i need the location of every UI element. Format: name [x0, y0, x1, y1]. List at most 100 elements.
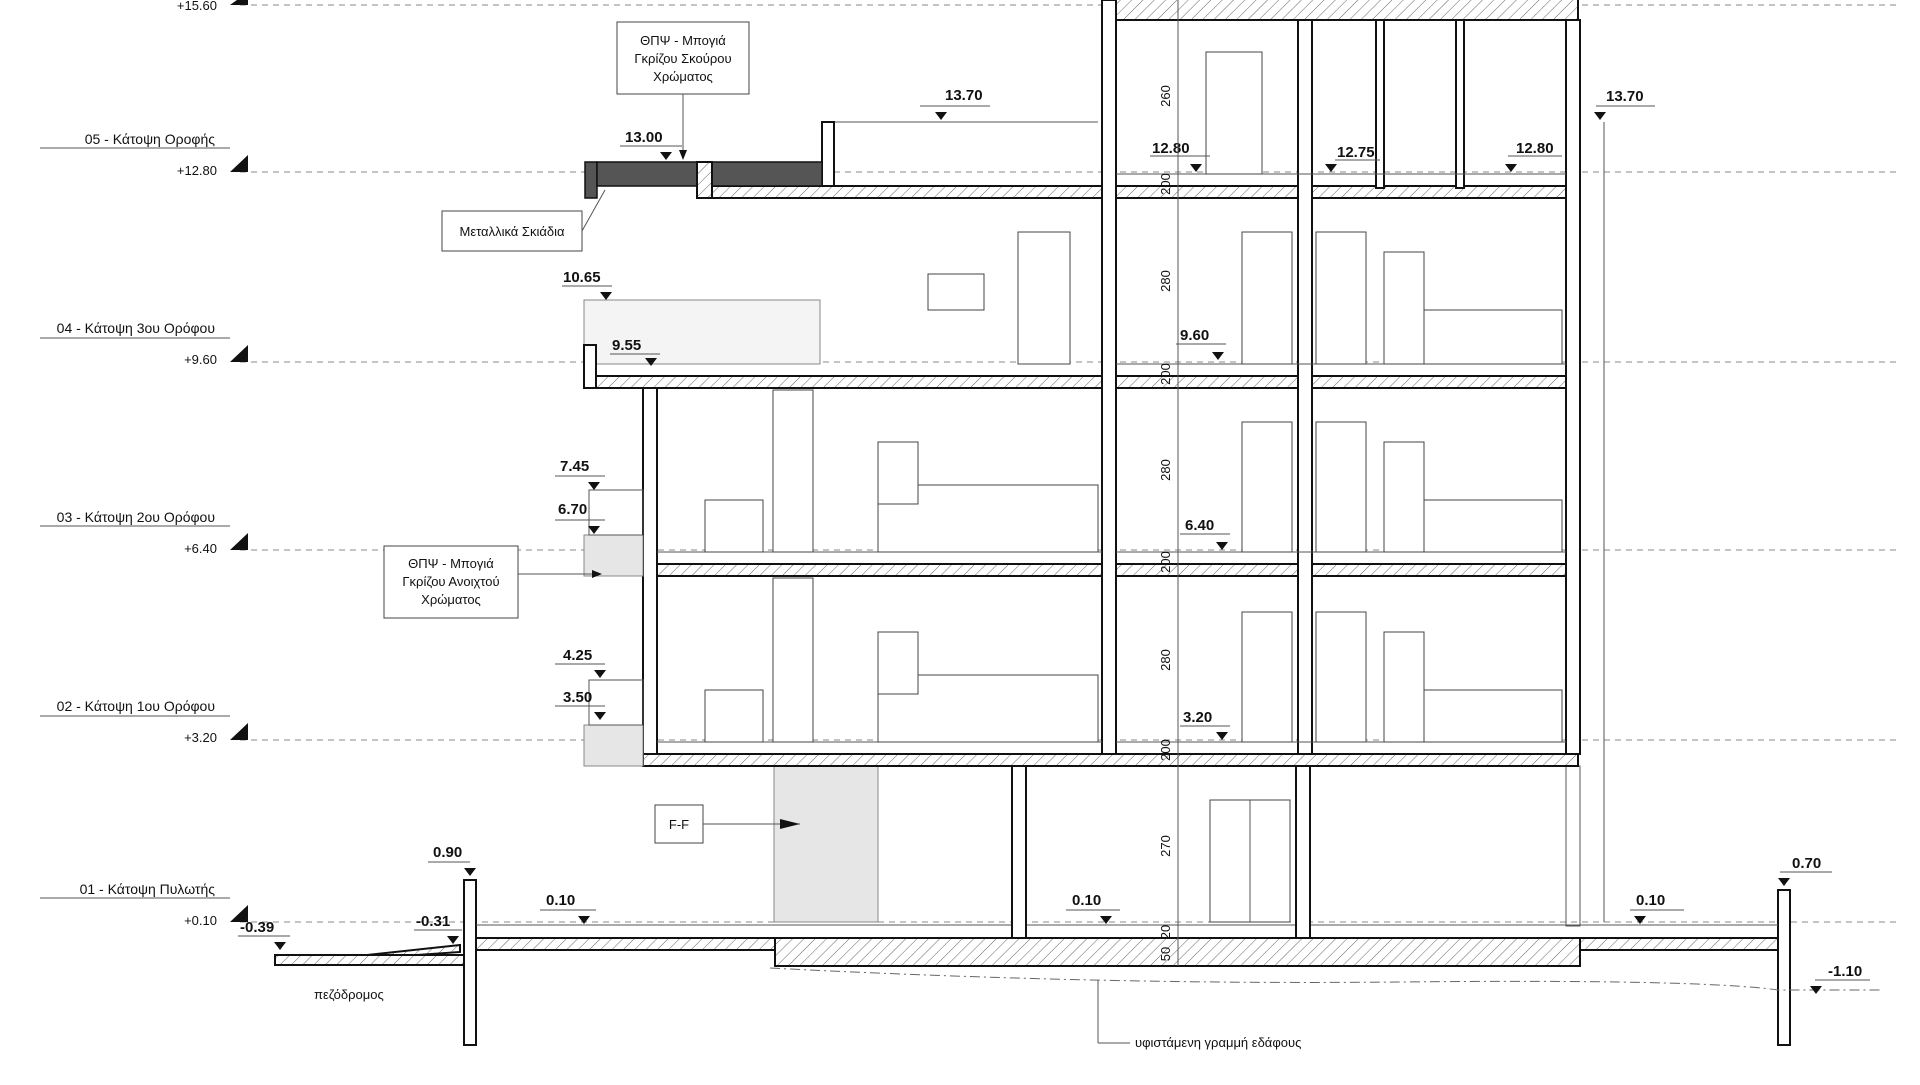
elev-arrow-icon	[600, 292, 612, 300]
elev-arrow-icon	[1212, 352, 1224, 360]
elev-arrow-icon	[588, 482, 600, 490]
elev-arrow-icon	[1810, 986, 1822, 994]
level-value: +9.60	[184, 352, 217, 367]
dim-label: 200	[1158, 173, 1173, 195]
note-line: Μεταλλικά Σκιάδια	[459, 224, 565, 239]
elev-0-10-a: 0.10	[540, 892, 596, 924]
elev-7-45: 7.45	[555, 458, 605, 490]
elev-12-80-b: 12.80	[1505, 140, 1562, 172]
facade-wall	[642, 387, 658, 755]
elev-label: 10.65	[563, 269, 601, 286]
elev-label: 3.50	[563, 689, 592, 706]
elev-label: 3.20	[1183, 709, 1212, 726]
level-name: 05 - Κάτοψη Οροφής	[85, 131, 216, 147]
dim-label: 280	[1158, 459, 1173, 481]
elev-arrow-icon	[1190, 164, 1202, 172]
elev-arrow-icon	[645, 358, 657, 366]
elev-10-65: 10.65	[562, 269, 612, 300]
slab-1st-floor	[642, 753, 1579, 767]
dim-label: 200	[1158, 739, 1173, 761]
level-name: 03 - Κάτοψη 2ου Ορόφου	[57, 509, 215, 525]
note-line: Χρώματος	[421, 592, 481, 607]
elev-arrow-icon	[1634, 916, 1646, 924]
level-value: +15.60	[177, 0, 217, 13]
dim-label: 20	[1158, 925, 1173, 939]
level-triangle-icon	[230, 345, 248, 362]
core-wall	[1101, 0, 1117, 755]
glazed-entrance	[773, 765, 879, 923]
note-shading: Μεταλλικά Σκιάδια	[441, 189, 606, 252]
column	[1295, 765, 1311, 939]
level-value: +12.80	[177, 163, 217, 178]
light-panel	[583, 534, 644, 577]
section-mark-label: F-F	[669, 817, 689, 832]
light-panel	[583, 724, 644, 767]
elev-label: 9.60	[1180, 327, 1209, 344]
dim-label: 200	[1158, 551, 1173, 573]
elev-6-40: 6.40	[1180, 517, 1230, 550]
dim-label: 50	[1158, 947, 1173, 961]
elev-arrow-icon	[1594, 112, 1606, 120]
vertical-dimensions: 260 200 280 200 280 200 280 200 270 20 5…	[1158, 0, 1179, 966]
elev-label: 0.70	[1792, 855, 1821, 872]
elev-arrow-icon	[935, 112, 947, 120]
note-line: Χρώματος	[653, 69, 713, 84]
elev-label: 0.90	[433, 844, 462, 861]
level-value: +3.20	[184, 730, 217, 745]
elev-label: 9.55	[612, 337, 641, 354]
ground-line-note: υφιστάμενη γραμμή εδάφους	[1097, 980, 1301, 1050]
dark-panel	[596, 161, 698, 187]
partition	[1455, 19, 1465, 189]
elev-arrow-icon	[1216, 542, 1228, 550]
elev-label: 12.75	[1337, 144, 1375, 161]
dim-label: 270	[1158, 835, 1173, 857]
note-line: ΘΠΨ - Μπογιά	[408, 556, 494, 571]
level-lines	[240, 4, 1900, 923]
level-value: +0.10	[184, 913, 217, 928]
elev-0-70: 0.70	[1778, 855, 1832, 886]
level-value: +6.40	[184, 541, 217, 556]
section-mark: F-F	[654, 804, 800, 844]
elev-arrow-icon	[1216, 732, 1228, 740]
level-marker-3rd-floor: 04 - Κάτοψη 3ου Ορόφου +9.60	[40, 320, 248, 367]
elev-9-55: 9.55	[610, 337, 660, 366]
elev-arrow-icon	[588, 526, 600, 534]
elev-arrow-icon	[1778, 878, 1790, 886]
partition	[1375, 19, 1385, 189]
slab-roof	[699, 185, 1579, 199]
retaining-wall-right	[1777, 889, 1791, 1046]
elev-label: 13.70	[945, 87, 983, 104]
elev-arrow-icon	[578, 916, 590, 924]
level-marker-roof: 05 - Κάτοψη Οροφής +12.80	[40, 131, 248, 178]
elev-label: 0.10	[1636, 892, 1665, 909]
elev-arrow-icon	[1505, 164, 1517, 172]
elev-label: -0.39	[240, 919, 274, 936]
elev-label: 4.25	[563, 647, 592, 664]
elev-label: 0.10	[1072, 892, 1101, 909]
elev-minus-1-10: -1.10	[1810, 963, 1870, 994]
elev-arrow-icon	[1325, 164, 1337, 172]
elev-label: 13.70	[1606, 88, 1644, 105]
elev-label: 12.80	[1152, 140, 1190, 157]
callouts: ΘΠΨ - Μπογιά Γκρίζου Σκούρου Χρώματος Με…	[314, 21, 1301, 1050]
elev-arrow-icon	[1100, 916, 1112, 924]
elev-label: 12.80	[1516, 140, 1554, 157]
dark-panel	[711, 161, 823, 187]
glass-railing	[583, 299, 821, 365]
level-triangle-icon	[230, 905, 248, 922]
elev-0-90: 0.90	[428, 844, 476, 876]
level-marker-roof-top: +15.60	[177, 0, 248, 13]
elevation-markers: 13.70 13.00 12.80 12.75 12.80 13.70	[238, 87, 1870, 994]
floor-walls	[642, 0, 1581, 755]
level-name: 01 - Κάτοψη Πυλωτής	[80, 881, 216, 897]
ground-line-label: υφιστάμενη γραμμή εδάφους	[1135, 1035, 1301, 1050]
elev-minus-0-39: -0.39	[238, 919, 290, 950]
elev-minus-0-31: -0.31	[414, 913, 462, 944]
note-line: Γκρίζου Σκούρου	[634, 51, 731, 66]
level-marker-pilotis: 01 - Κάτοψη Πυλωτής +0.10	[40, 881, 248, 928]
elev-arrow-icon	[447, 936, 459, 944]
level-marker-1st-floor: 02 - Κάτοψη 1ου Ορόφου +3.20	[40, 698, 248, 745]
elev-6-70: 6.70	[555, 501, 605, 534]
note-line: ΘΠΨ - Μπογιά	[640, 33, 726, 48]
